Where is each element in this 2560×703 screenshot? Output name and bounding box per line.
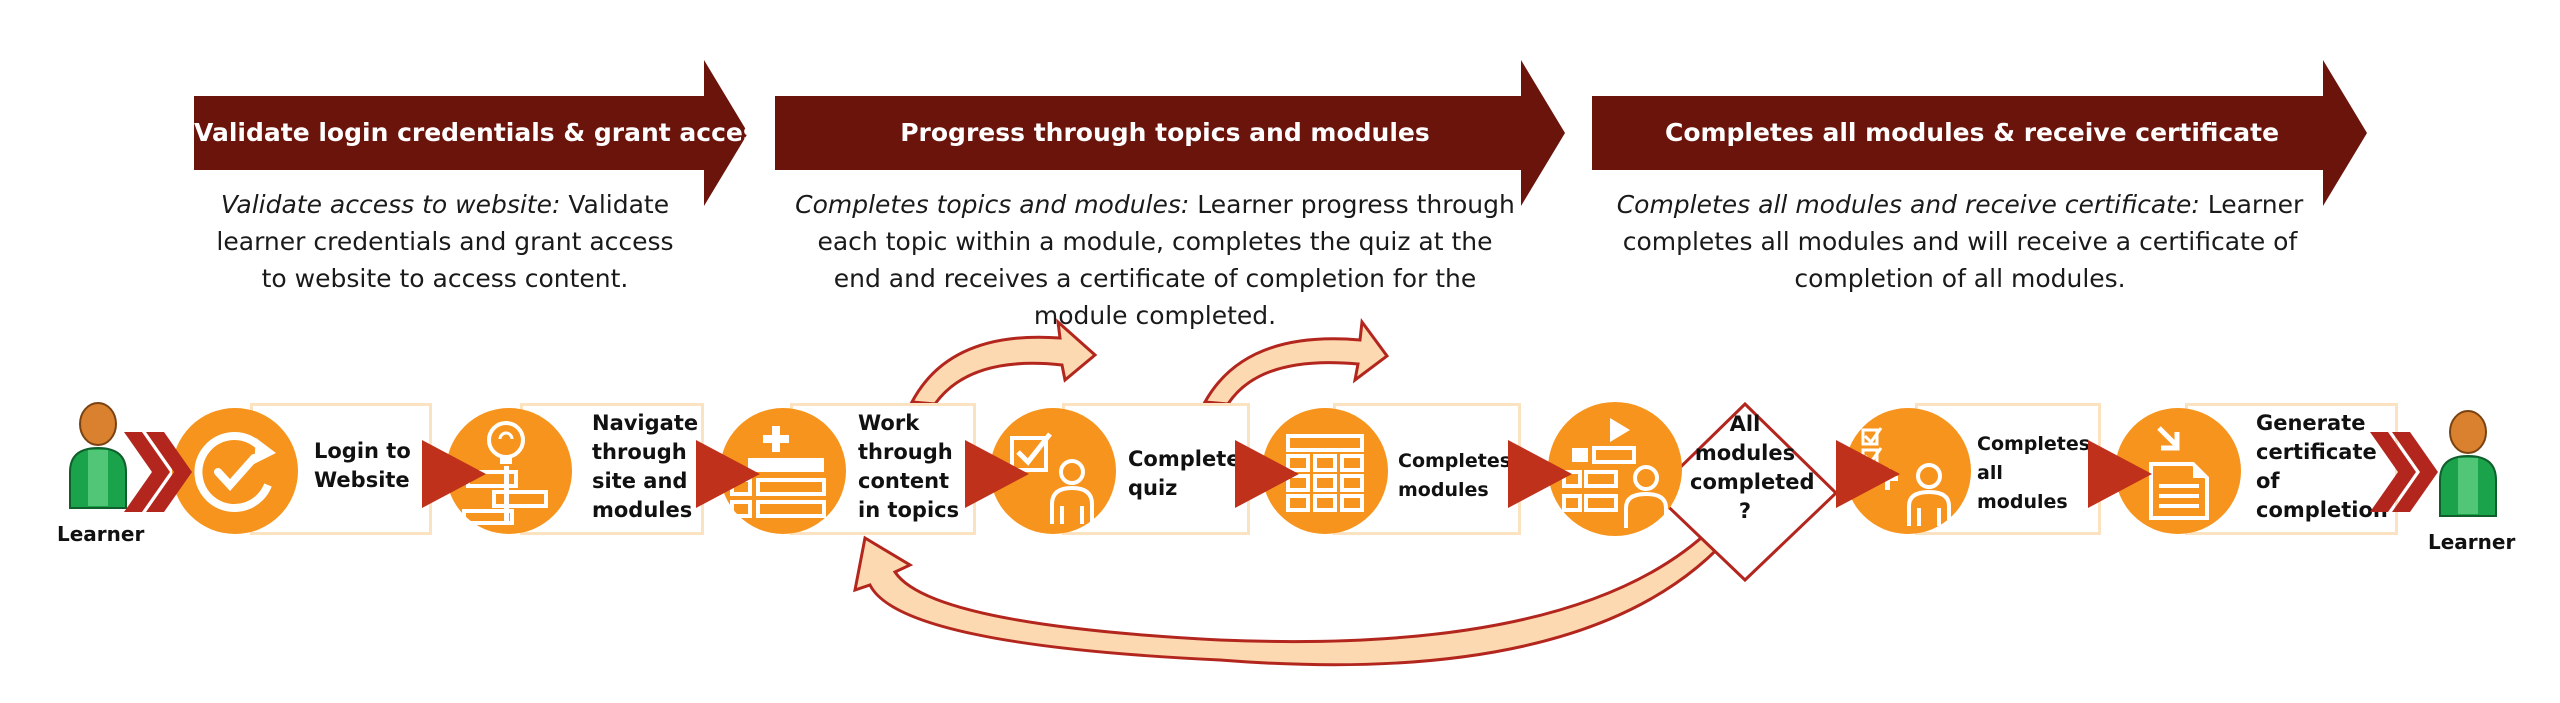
phase-description-1: Validate access to website: Validate lea… <box>210 186 680 297</box>
video-list-person-icon <box>1562 418 1668 528</box>
step-circle-modules <box>1262 408 1388 534</box>
connector-4 <box>1235 440 1299 508</box>
learner-start-figure <box>69 402 127 509</box>
step-label-modules: Completes modules <box>1398 450 1512 501</box>
connector-2 <box>696 440 760 508</box>
step-circle-decision <box>1548 402 1682 536</box>
learner-end-figure <box>2439 410 2497 517</box>
loop-arrow-quiz <box>909 318 1098 406</box>
phase-description-1-lead: Validate access to website: <box>220 190 561 219</box>
learner-end-label: Learner <box>2428 530 2516 554</box>
phase-description-3-text: Learner completes all modules and will r… <box>1622 190 2304 293</box>
phase-arrow-2 <box>775 60 1565 206</box>
phase-description-2-lead: Completes topics and modules: <box>795 190 1190 219</box>
learner-start-label: Learner <box>57 522 145 546</box>
quiz-person-icon <box>1010 432 1094 524</box>
chevron-right-icon-start <box>124 432 192 512</box>
step-label-all-modules: Completes all modules <box>1977 433 2091 513</box>
phase-arrow-1 <box>194 60 748 206</box>
step-label-quiz: Complete quiz <box>1128 447 1241 500</box>
connector-7 <box>2088 440 2152 508</box>
step-label-navigate: Navigate through site and modules <box>592 411 699 522</box>
phase-description-2: Completes topics and modules: Learner pr… <box>790 186 1520 334</box>
decision-diamond <box>1651 402 1839 583</box>
step-label-work: Work through content in topics <box>858 411 960 522</box>
phase-title-3: Completes all modules & receive certific… <box>1664 118 2280 147</box>
content-list-icon <box>730 426 826 518</box>
refresh-check-icon <box>194 432 276 512</box>
step-label-certificate: Generate certificate of completion <box>2256 411 2388 522</box>
grid-table-icon <box>1286 434 1364 512</box>
loop-arrow-modules <box>1202 318 1390 406</box>
phase-description-1-text: Validate learner credentials and grant a… <box>216 190 674 293</box>
connector-3 <box>965 440 1029 508</box>
step-circle-login <box>172 408 298 534</box>
connector-5 <box>1508 440 1572 508</box>
phase-description-3-lead: Completes all modules and receive certif… <box>1616 190 2200 219</box>
phase-description-2-text: Learner progress through each topic with… <box>817 190 1515 330</box>
connector-1 <box>422 440 486 508</box>
phase-title-2: Progress through topics and modules <box>900 118 1430 147</box>
phase-description-3: Completes all modules and receive certif… <box>1610 186 2310 297</box>
document-download-icon <box>2149 426 2209 520</box>
signpost-lightbulb-icon <box>462 421 548 525</box>
connector-6 <box>1836 440 1900 508</box>
decision-label: All modules completed ? <box>1690 412 1815 523</box>
loop-arrow-return <box>853 526 1739 667</box>
chevron-right-icon-end <box>2370 432 2438 512</box>
step-label-login: Login to Website <box>314 439 411 492</box>
phase-title-1: Validate login credentials & grant acces… <box>194 118 773 147</box>
phase-arrow-3 <box>1592 60 2367 206</box>
